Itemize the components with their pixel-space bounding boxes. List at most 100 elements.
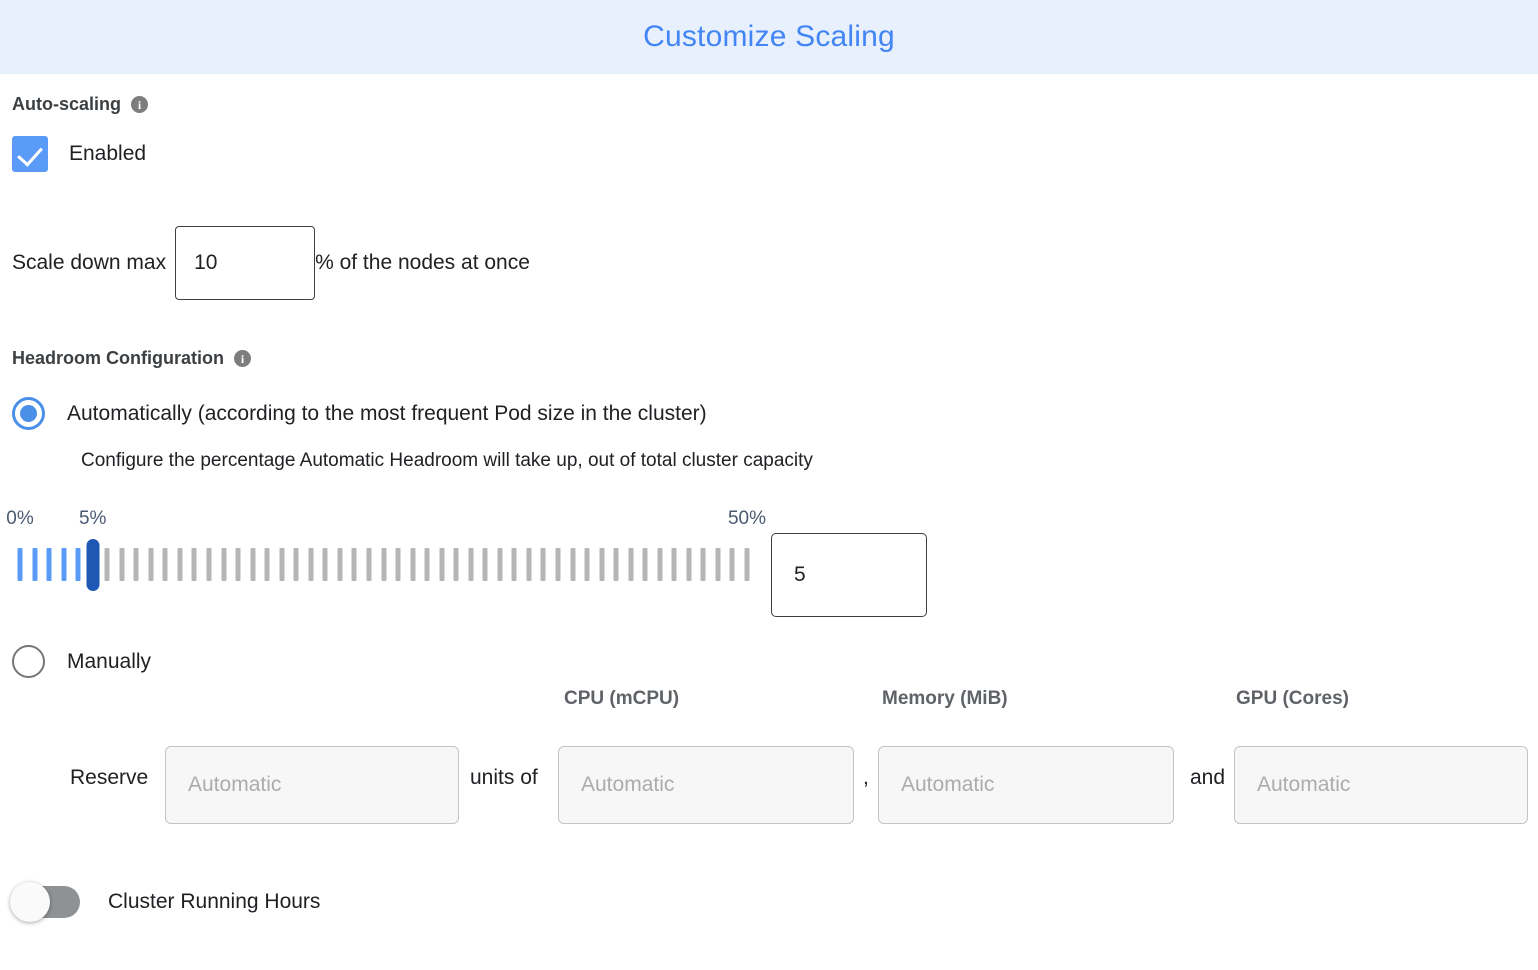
headroom-manual-row[interactable]: Manually	[12, 645, 1526, 678]
scale-down-max-suffix: % of the nodes at once	[315, 251, 530, 274]
page-title: Customize Scaling	[643, 20, 895, 53]
enabled-checkbox-label: Enabled	[69, 142, 147, 165]
slider-tick	[206, 548, 212, 581]
info-icon[interactable]: i	[131, 96, 149, 113]
dialog-body: Auto-scaling i Enabled Scale down max % …	[0, 94, 1538, 922]
slider-tick	[104, 548, 110, 581]
column-header-memory: Memory (MiB)	[882, 688, 1008, 709]
slider-tick	[264, 548, 270, 581]
slider-current-label: 5%	[78, 508, 107, 529]
slider-tick	[555, 548, 561, 581]
slider-tick	[322, 548, 328, 581]
slider-tick	[671, 548, 677, 581]
slider-tick	[526, 548, 532, 581]
headroom-heading: Headroom Configuration i	[12, 348, 1526, 369]
headroom-slider[interactable]: 0% 5% 50%	[6, 508, 766, 600]
radio-manually[interactable]	[12, 645, 45, 678]
slider-tick	[337, 548, 343, 581]
slider-tick	[17, 548, 23, 581]
slider-tick	[439, 548, 445, 581]
slider-tick	[453, 548, 459, 581]
slider-tick	[570, 548, 576, 581]
slider-tick	[46, 548, 52, 581]
reserve-units-input[interactable]	[165, 746, 459, 824]
slider-tick	[119, 548, 125, 581]
slider-tick	[497, 548, 503, 581]
column-header-cpu: CPU (mCPU)	[564, 688, 680, 709]
slider-tick	[32, 548, 38, 581]
slider-tick	[642, 548, 648, 581]
slider-tick	[628, 548, 634, 581]
slider-tick	[381, 548, 386, 581]
slider-tick	[686, 548, 692, 581]
slider-tick	[584, 548, 590, 581]
comma-separator: ,	[863, 766, 869, 789]
headroom-automatic-row[interactable]: Automatically (according to the most fre…	[12, 397, 1526, 430]
slider-tick	[700, 548, 706, 581]
slider-tick	[221, 548, 227, 581]
slider-tick	[395, 548, 401, 581]
cluster-running-hours-toggle[interactable]	[10, 882, 80, 922]
headroom-percent-input[interactable]	[771, 533, 927, 617]
slider-max-label: 50%	[727, 508, 767, 529]
toggle-knob	[10, 882, 50, 922]
slider-tick	[540, 548, 546, 581]
slider-tick	[410, 548, 416, 581]
scale-down-max-input[interactable]	[175, 226, 316, 300]
slider-tick	[75, 548, 81, 581]
slider-tick	[148, 548, 154, 581]
slider-tick	[482, 548, 488, 581]
slider-tick	[177, 548, 183, 581]
auto-scaling-heading: Auto-scaling i	[12, 94, 1526, 115]
slider-tick	[599, 548, 605, 581]
auto-scaling-label: Auto-scaling	[12, 94, 122, 114]
slider-tick	[613, 548, 619, 581]
slider-track[interactable]	[12, 548, 757, 581]
slider-tick	[235, 548, 241, 581]
reserve-memory-input[interactable]	[878, 746, 1174, 824]
slider-tick	[366, 548, 372, 581]
slider-tick	[61, 548, 67, 581]
slider-min-label: 0%	[6, 508, 34, 529]
and-separator: and	[1190, 766, 1226, 789]
cluster-running-hours-row[interactable]: Cluster Running Hours	[10, 882, 1526, 922]
slider-tick	[468, 548, 474, 581]
headroom-automatic-description: Configure the percentage Automatic Headr…	[81, 450, 813, 471]
reserve-cpu-input[interactable]	[558, 746, 854, 824]
slider-tick	[133, 548, 139, 581]
slider-tick	[511, 548, 517, 581]
slider-thumb[interactable]	[86, 539, 100, 591]
auto-scaling-section: Auto-scaling i Enabled Scale down max % …	[12, 94, 1526, 300]
headroom-configuration-section: Headroom Configuration i Automatically (…	[6, 348, 1528, 828]
scale-down-max-label: Scale down max	[12, 251, 167, 274]
dialog-header: Customize Scaling	[0, 0, 1538, 74]
headroom-manual-block: Manually CPU (mCPU) Memory (MiB) GPU (Co…	[12, 645, 1528, 828]
slider-tick	[424, 548, 430, 581]
column-header-gpu: GPU (Cores)	[1236, 688, 1349, 709]
slider-tick	[729, 548, 735, 581]
scale-down-max-row: Scale down max % of the nodes at once	[12, 226, 1526, 300]
slider-tick	[308, 548, 314, 581]
slider-tick	[279, 548, 285, 581]
reserve-gpu-input[interactable]	[1234, 746, 1528, 824]
radio-automatic[interactable]	[12, 397, 45, 430]
slider-tick	[744, 548, 750, 581]
info-icon[interactable]: i	[234, 350, 251, 367]
slider-tick	[715, 548, 721, 581]
headroom-slider-row: 0% 5% 50%	[6, 508, 1526, 617]
headroom-label: Headroom Configuration	[12, 348, 224, 368]
slider-tick	[191, 548, 197, 581]
units-of-label: units of	[470, 766, 538, 789]
slider-tick	[162, 548, 168, 581]
auto-scaling-enabled-row[interactable]: Enabled	[12, 136, 1526, 172]
enabled-checkbox[interactable]	[12, 136, 48, 172]
reserve-row: CPU (mCPU) Memory (MiB) GPU (Cores) Rese…	[12, 688, 1528, 828]
slider-tick	[351, 548, 357, 581]
cluster-running-hours-label: Cluster Running Hours	[108, 890, 321, 913]
radio-manually-label: Manually	[67, 649, 152, 673]
slider-tick	[293, 548, 299, 581]
radio-automatic-label: Automatically (according to the most fre…	[67, 401, 707, 425]
reserve-label: Reserve	[70, 766, 149, 789]
slider-tick	[657, 548, 663, 581]
slider-tick	[250, 548, 256, 581]
